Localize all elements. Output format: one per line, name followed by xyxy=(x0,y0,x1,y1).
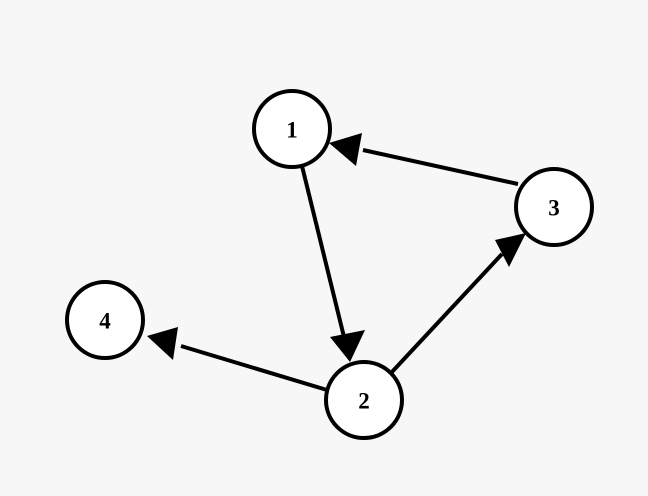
node-2[interactable]: 2 xyxy=(324,360,404,440)
edge-1-to-2-line xyxy=(300,165,347,342)
node-1[interactable]: 1 xyxy=(252,89,332,169)
edge-2-to-4[interactable] xyxy=(147,327,328,392)
edge-1-to-2[interactable] xyxy=(300,165,365,362)
edge-2-to-4-arrowhead xyxy=(147,327,178,360)
edge-2-to-3-arrowhead xyxy=(495,233,526,267)
edge-3-to-1[interactable] xyxy=(329,133,519,186)
node-3-circle xyxy=(514,167,594,247)
node-3[interactable]: 3 xyxy=(514,167,594,247)
node-2-label: 2 xyxy=(358,389,370,414)
node-4-label: 4 xyxy=(99,309,111,334)
node-4-circle xyxy=(65,280,145,360)
edge-1-to-2-arrowhead xyxy=(330,330,365,362)
node-1-label: 1 xyxy=(286,118,298,143)
edge-3-to-1-line xyxy=(362,148,519,186)
node-1-circle xyxy=(252,89,332,169)
nodes-layer: 1 2 3 4 xyxy=(65,89,594,440)
edge-3-to-1-arrowhead xyxy=(329,133,362,166)
edge-2-to-3-line xyxy=(389,252,504,375)
node-2-circle xyxy=(324,360,404,440)
edge-2-to-4-line xyxy=(180,344,328,392)
edge-2-to-3[interactable] xyxy=(389,233,526,375)
node-4[interactable]: 4 xyxy=(65,280,145,360)
edges-layer xyxy=(147,133,526,392)
node-3-label: 3 xyxy=(548,196,560,221)
